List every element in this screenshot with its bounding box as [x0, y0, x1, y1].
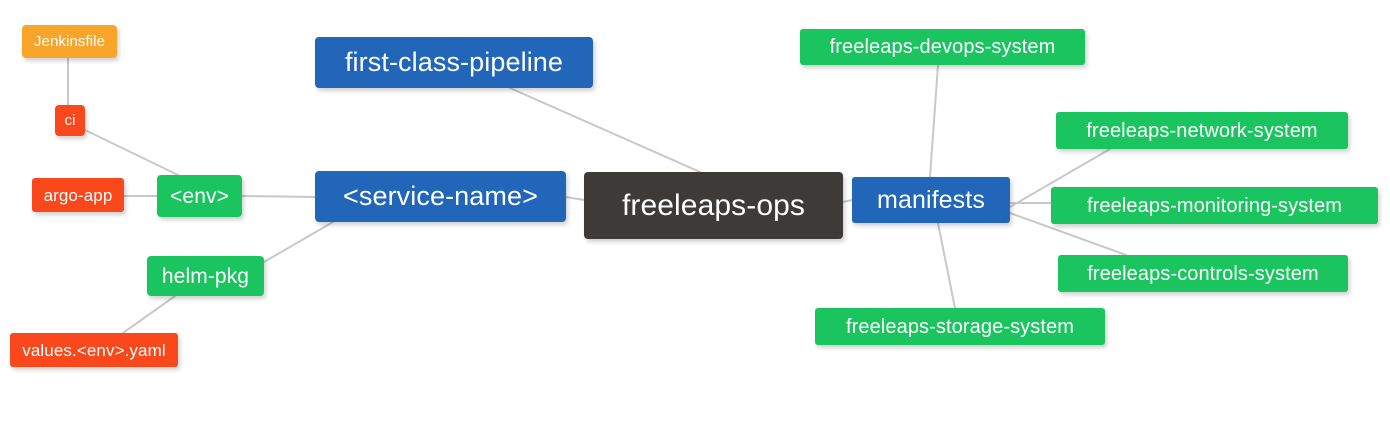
edge-service-name-to-env [241, 195, 316, 198]
node-freeleaps-controls-system[interactable]: freeleaps-controls-system [1058, 255, 1348, 292]
node-label-manifests: manifests [877, 185, 985, 214]
edge-freeleaps-ops-to-manifests [842, 199, 853, 203]
node-manifests[interactable]: manifests [852, 177, 1010, 223]
node-argo-app[interactable]: argo-app [32, 178, 124, 212]
node-label-freeleaps-devops-system: freeleaps-devops-system [829, 36, 1056, 58]
node-freeleaps-network-system[interactable]: freeleaps-network-system [1056, 112, 1348, 149]
edge-freeleaps-ops-to-service-name [565, 196, 585, 201]
edge-manifests-to-freeleaps-storage-system [937, 222, 956, 309]
node-ci[interactable]: ci [55, 105, 85, 136]
edge-first-class-pipeline-to-freeleaps-ops [509, 87, 701, 173]
node-label-values-env-yaml: values.<env>.yaml [22, 340, 166, 360]
node-label-ci: ci [64, 112, 76, 129]
node-helm-pkg[interactable]: helm-pkg [147, 256, 264, 296]
node-Jenkinsfile[interactable]: Jenkinsfile [22, 25, 117, 58]
edge-manifests-to-freeleaps-devops-system [929, 64, 939, 178]
edge-env-to-ci [84, 129, 179, 176]
edge-service-name-to-helm-pkg [263, 221, 334, 263]
edge-helm-pkg-to-values-env-yaml [122, 295, 176, 334]
node-env[interactable]: <env> [157, 175, 242, 217]
node-label-argo-app: argo-app [43, 185, 113, 205]
node-label-env: <env> [170, 184, 229, 208]
node-label-freeleaps-storage-system: freeleaps-storage-system [845, 315, 1075, 338]
node-label-freeleaps-controls-system: freeleaps-controls-system [1087, 262, 1319, 285]
node-freeleaps-monitoring-system[interactable]: freeleaps-monitoring-system [1051, 187, 1378, 224]
node-values-env-yaml[interactable]: values.<env>.yaml [10, 333, 178, 367]
node-label-freeleaps-network-system: freeleaps-network-system [1086, 119, 1318, 142]
node-freeleaps-ops[interactable]: freeleaps-ops [584, 172, 843, 239]
node-service-name[interactable]: <service-name> [315, 171, 566, 222]
node-label-freeleaps-ops: freeleaps-ops [621, 188, 806, 222]
node-freeleaps-devops-system[interactable]: freeleaps-devops-system [800, 29, 1085, 65]
node-label-Jenkinsfile: Jenkinsfile [33, 33, 106, 50]
node-label-helm-pkg: helm-pkg [161, 264, 250, 288]
node-label-first-class-pipeline: first-class-pipeline [344, 47, 564, 77]
node-freeleaps-storage-system[interactable]: freeleaps-storage-system [815, 308, 1105, 345]
node-first-class-pipeline[interactable]: first-class-pipeline [315, 37, 593, 88]
node-label-service-name: <service-name> [343, 181, 538, 211]
node-label-freeleaps-monitoring-system: freeleaps-monitoring-system [1086, 194, 1342, 217]
